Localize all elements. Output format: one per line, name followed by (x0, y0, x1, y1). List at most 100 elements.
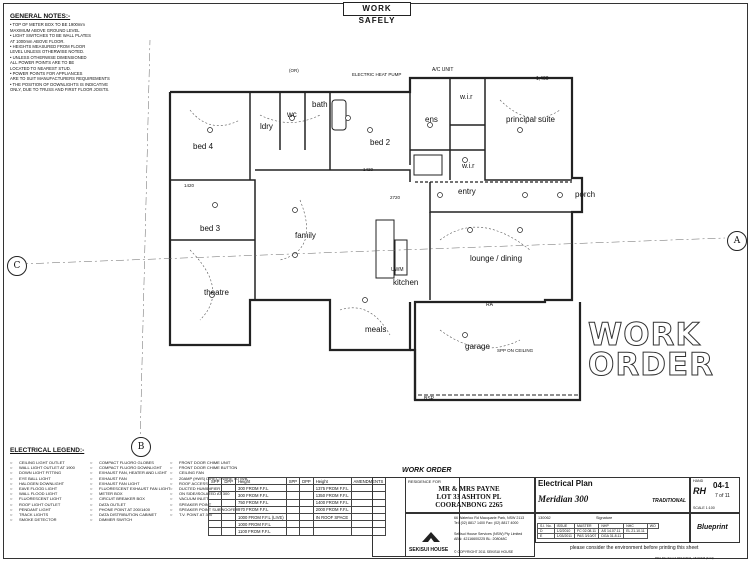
note-item: LOCATED TO NEAREST STUD. (10, 65, 71, 71)
note-item: ARE TO SUIT MANUFACTURERS REQUIREMENTS (10, 76, 110, 82)
legend-label: PHONE POINT AT 200/1400 (99, 506, 150, 512)
room-bed-2: bed 2 (370, 138, 391, 147)
table-header: DPP (299, 476, 314, 486)
table-cell (350, 527, 387, 536)
legend-item: ○EXHAUST FAN LIGHT (90, 481, 180, 486)
legend-symbol-icon: ○ (10, 501, 13, 507)
company-box: 66 Waterloo Rd Macquarie Park, NSW 2113 … (405, 513, 535, 557)
legend-item: ○FLUORESCENT EXHAUST FAN LIGHT (90, 486, 180, 491)
legend-symbol-icon: ○ (10, 491, 13, 497)
note-item: • UNLESS OTHERWISE DIMENSIONED (10, 54, 87, 60)
legend-label: FRONT DOOR CHIME BUTTON (179, 465, 238, 471)
legend-item: ○DATA OUTLET (90, 502, 180, 507)
legend-label: EYE BALL LIGHT (19, 475, 51, 481)
table-cell (207, 505, 223, 514)
table-header: Height (235, 476, 287, 486)
table-cell: 750 FROM F.F.L (235, 498, 287, 507)
legend-label: WALL FLOOD LIGHT (19, 491, 58, 497)
room-family: family (295, 231, 316, 240)
table-cell (285, 512, 301, 522)
legend-symbol-icon: ○ (10, 486, 13, 492)
legend-title: ELECTRICAL LEGEND:- (10, 447, 85, 454)
table-row: 1000 FROM F.F.L (LIVE)IN ROOF SPACE (207, 512, 387, 522)
dim-1400: 1,400 (536, 76, 549, 82)
table-cell (207, 512, 223, 522)
table-cell (221, 491, 237, 500)
legend-item: ○EXHAUST FAN (90, 476, 180, 481)
table-cell (285, 520, 301, 529)
legend-item: ○ ON SIDE/ISOLATED AT 300 (170, 491, 260, 496)
table-cell (207, 491, 223, 500)
table-cell: 1000 FROM F.F.L (235, 520, 287, 529)
plan-title-box: Electrical Plan Meridian 300 TRADITIONAL (535, 477, 690, 513)
room-bed-4: bed 4 (193, 142, 214, 151)
legend-label: CIRCUIT BREAKER BOX (99, 496, 145, 502)
table-cell (299, 491, 314, 500)
legend-label: ON SIDE/ISOLATED AT 300 (179, 491, 230, 497)
sheet-box: HAND RH 04-1 7 of 11 SCALE 1:100 (690, 477, 740, 513)
table-cell: 1400 FROM F.F.L (312, 498, 352, 507)
room-ens: ens (425, 115, 438, 124)
legend-symbol-icon: ○ (170, 506, 173, 512)
legend-item: ○TRACK LIGHTS (10, 512, 100, 517)
legend-item: ○COMPACT FLUORO GLOBES (90, 460, 180, 465)
legend-label: T.V. POINT AT 300 (179, 512, 213, 518)
legend-label: DATA OUTLET (99, 501, 126, 507)
table-cell (312, 520, 352, 529)
legend-label: COMPACT FLUORO GLOBES (99, 460, 154, 465)
legend-label: DATA DISTRIBUTION CABINET (99, 512, 157, 518)
legend-symbol-icon: ○ (170, 491, 173, 497)
section-marker-a: A (727, 231, 747, 251)
room-porch: porch (575, 190, 596, 199)
legend-item: ○HALOGEN DOWNLIGHT (10, 481, 100, 486)
legend-symbol-icon: ○ (10, 517, 13, 523)
legend-symbol-icon: ○ (10, 470, 13, 476)
legend-label: ROOF LIGHT OUTLET (19, 501, 61, 507)
legend-item: ○CEILING LIGHT OUTLET (10, 460, 100, 465)
watermark-line-1: WORK (588, 317, 701, 353)
legend-item: ○SMOKE DETECTOR (10, 517, 100, 522)
legend-column-2: ○COMPACT FLUORO GLOBES○COMPACT FLUORO DO… (90, 460, 180, 522)
table-cell (623, 533, 648, 539)
table-cell (299, 484, 314, 493)
table-cell: 1375 FROM F.F.L (312, 484, 352, 493)
table-cell (221, 527, 237, 536)
ac-unit-label: A/C UNIT (432, 67, 454, 73)
heat-pump-label: ELECTRIC HEAT PUMP (352, 72, 402, 77)
legend-symbol-icon: ○ (10, 496, 13, 502)
plan-title: Electrical Plan (538, 479, 593, 488)
table-cell: 1350 FROM F.F.L (312, 491, 352, 500)
table-cell (299, 505, 314, 514)
room-theatre: theatre (204, 288, 229, 297)
table-header: AMENDMENTS (350, 476, 387, 486)
table-row: 1000 FROM F.F.L (207, 520, 387, 529)
legend-item: ○METER BOX (90, 491, 180, 496)
company-name: Sekisui House Services (NSW) Pty Limited (454, 532, 523, 536)
room-meals: meals (365, 325, 387, 334)
table-cell (221, 520, 237, 529)
client-details: MR & MRS PAYNE LOT 33 ASHTON PL COORANBO… (414, 485, 524, 509)
client-name: MR & MRS PAYNE (438, 485, 500, 493)
room-ldry: ldry (260, 122, 273, 131)
legend-item: ○COMPACT FLUORO DOWNLIGHT (90, 465, 180, 470)
legend-symbol-icon: ○ (90, 475, 93, 481)
table-cell (285, 491, 301, 500)
company-abn: ABN: 42116600225 BL: 208048C (454, 536, 508, 541)
legend-item: ○DUCTED HUMIDIFIER (170, 486, 260, 491)
legend-label: PENDANT LIGHT (19, 506, 51, 512)
legend-label: EXHAUST FAN LIGHT (99, 480, 140, 486)
room-wc: wc (287, 110, 297, 119)
legend-label: DUCTED HUMIDIFIER (179, 486, 221, 492)
table-cell (207, 484, 223, 493)
table-cell: IN ROOF SPACE (312, 512, 352, 522)
spec: Signature (596, 516, 613, 520)
work-order-label: WORK ORDER (402, 467, 452, 474)
company-tel: Tel: (02) 8817 1400 Fax: (02) 8817 4000 (454, 520, 519, 525)
table-cell: 300 FROM F.F.L (235, 491, 287, 500)
note-item: • POWER POINTS FOR APPLIANCES (10, 71, 83, 77)
table-cell (299, 520, 314, 529)
legend-item: ○ PHONE POINT AT 200/1400 (90, 507, 180, 512)
